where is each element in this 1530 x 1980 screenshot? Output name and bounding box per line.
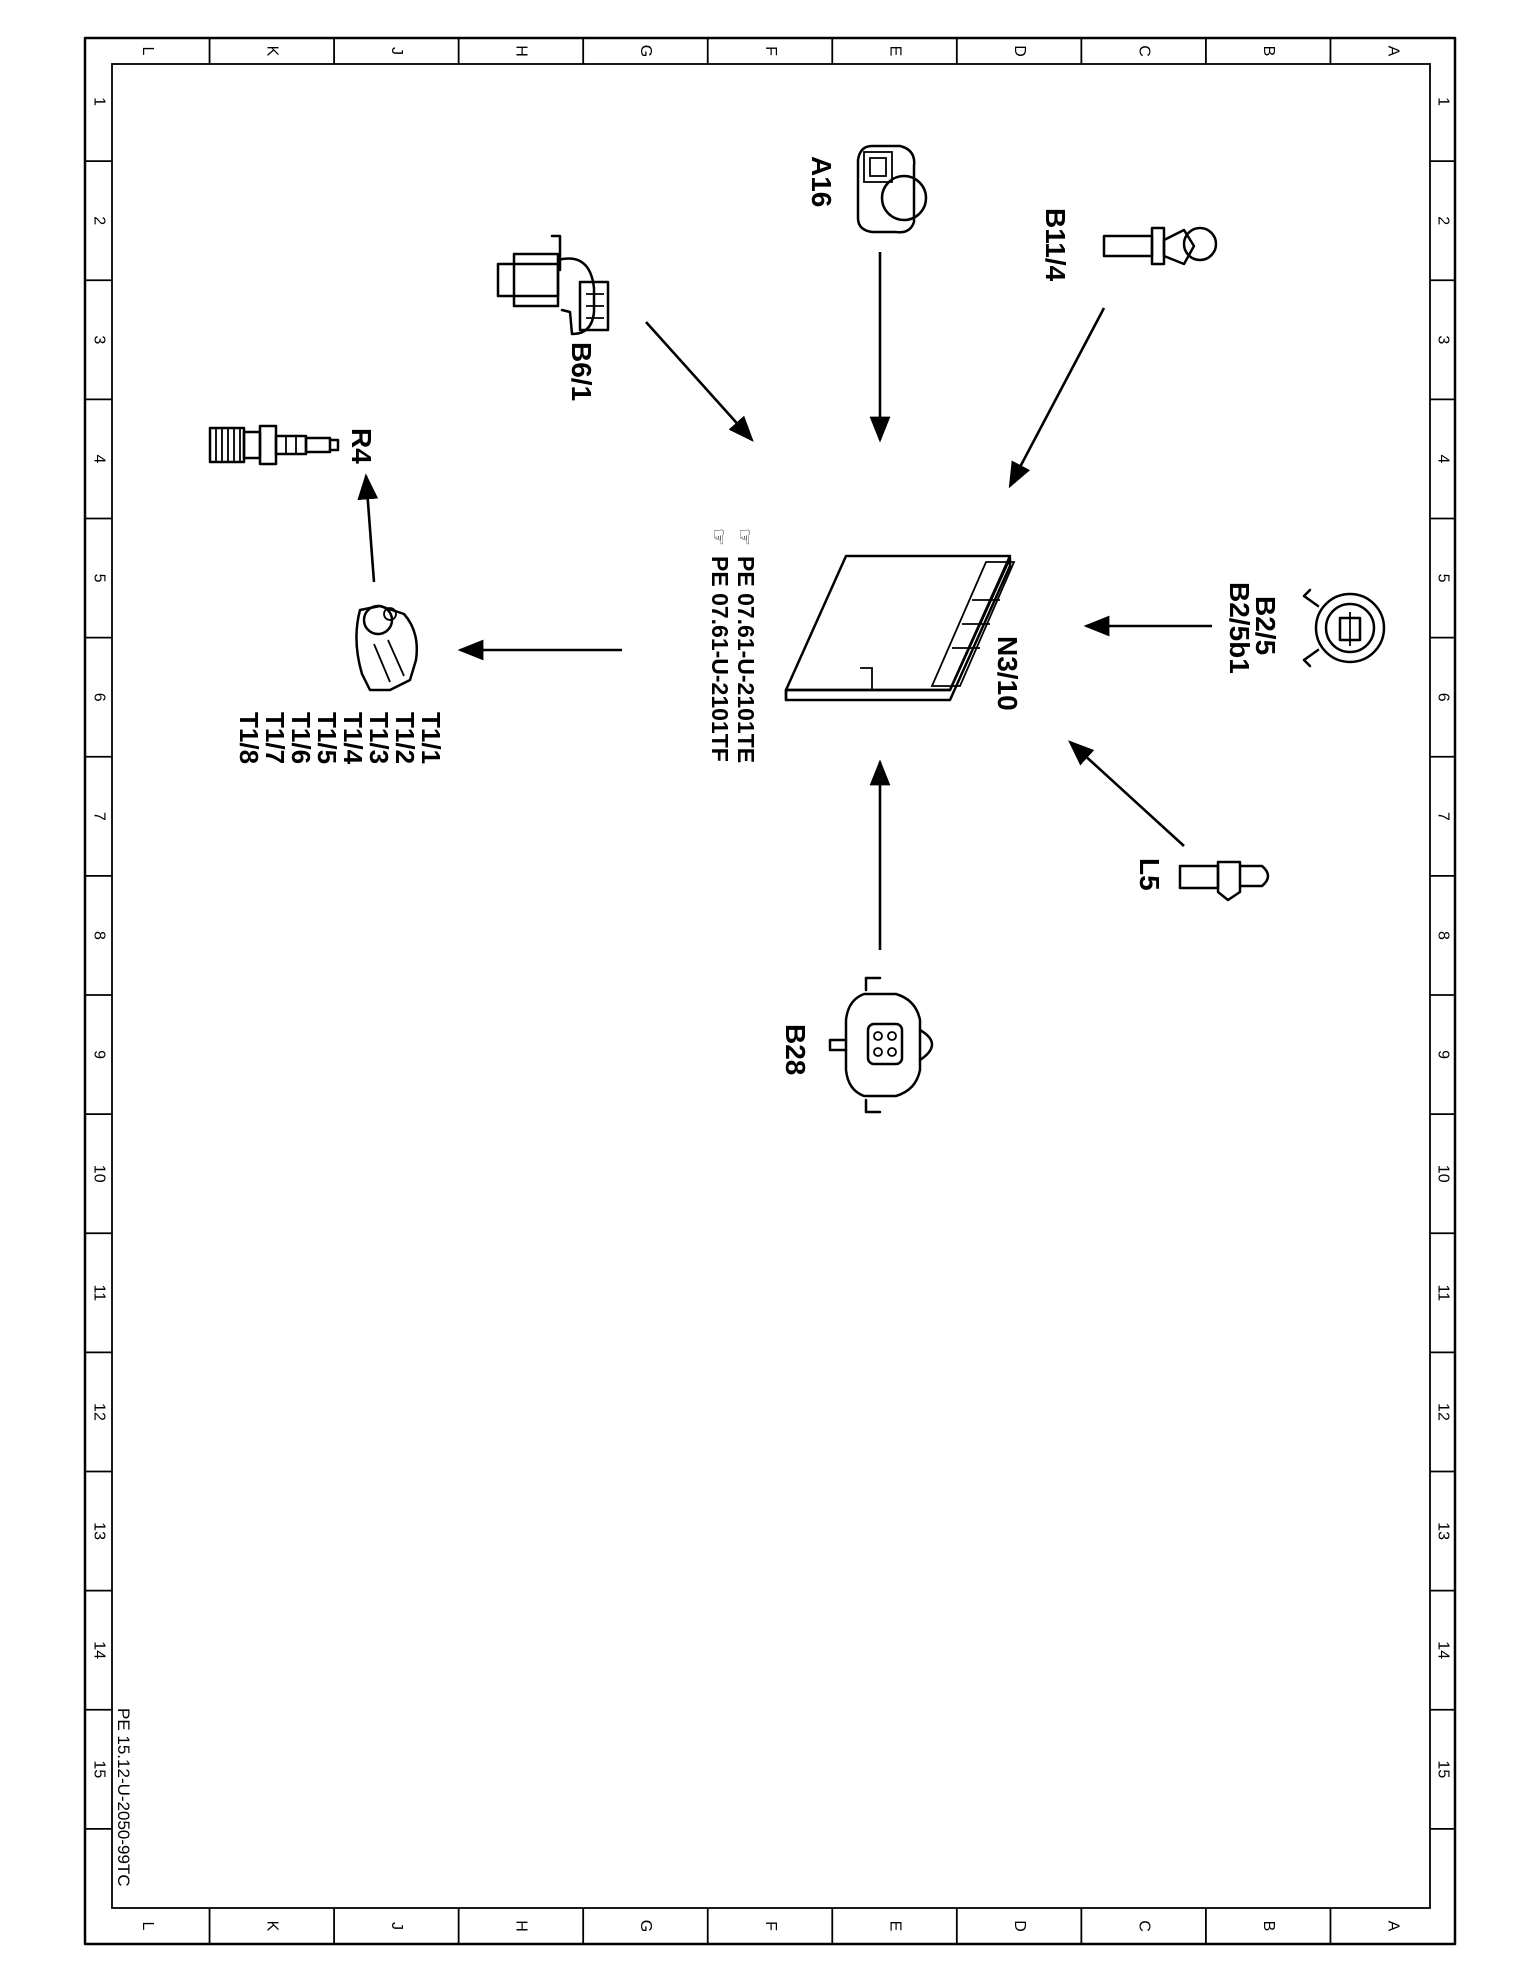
frame-col-label-top: C [1135, 45, 1152, 57]
frame-row-label-left: 6 [90, 693, 107, 702]
frame-row-label-left: 9 [90, 1050, 107, 1059]
label-r4: R4 [346, 428, 377, 464]
frame-row-label-right: 11 [1434, 1285, 1451, 1302]
label-ref-note-1: PE 07.61-U-2101TE [733, 556, 759, 763]
frame-row-label-left: 13 [90, 1522, 107, 1540]
frame-row-label-right: 4 [1434, 454, 1451, 463]
ref-note-icon-2: ☞ [707, 528, 729, 546]
frame-col-label-top: L [139, 47, 156, 56]
frame-row-label-right: 14 [1434, 1641, 1451, 1659]
frame-row-label-left: 15 [90, 1760, 107, 1778]
frame-col-label-top: A [1384, 46, 1401, 57]
maf-sensor-b2-5 [1302, 588, 1386, 668]
frame-row-label-left: 1 [90, 97, 107, 106]
label-b2-5b1: B2/5b1 [1224, 582, 1255, 674]
inner-frame [111, 63, 1431, 1909]
frame-row-label-left: 10 [90, 1165, 107, 1183]
frame-row-label-right: 8 [1434, 931, 1451, 940]
frame-row-label-left: 3 [90, 335, 107, 344]
frame-col-label-top: J [388, 47, 405, 55]
frame-col-label-bottom: C [1135, 1920, 1152, 1932]
label-ref-note-2: PE 07.61-U-2101TF [707, 556, 733, 762]
coolant-temp-sensor-b11-4 [1102, 226, 1218, 266]
label-t1-6: T1/6 [286, 712, 316, 764]
ref-note-icon-1: ☞ [733, 528, 755, 546]
knock-sensor-a16 [856, 144, 928, 234]
label-t1-8: T1/8 [234, 712, 264, 764]
frame-row-label-left: 7 [90, 812, 107, 821]
frame-row-label-left: 14 [90, 1641, 107, 1659]
arrow-l5-to-ecu [1068, 740, 1185, 847]
frame-col-label-bottom: A [1384, 1921, 1401, 1932]
frame-row-label-right: 12 [1434, 1403, 1451, 1421]
arrow-b11-4-to-ecu [1008, 307, 1106, 489]
frame-col-label-bottom: E [886, 1921, 903, 1932]
frame-row-label-right: 7 [1434, 812, 1451, 821]
frame-row-label-right: 2 [1434, 216, 1451, 225]
pressure-sensor-b28 [828, 976, 934, 1114]
label-t1-1: T1/1 [416, 712, 446, 764]
label-b2-5: B2/5 [1250, 596, 1281, 655]
frame-col-label-bottom: F [762, 1921, 779, 1931]
frame-row-label-right: 3 [1434, 335, 1451, 344]
frame-row-label-right: 9 [1434, 1050, 1451, 1059]
camshaft-sensor-b6-1 [496, 234, 610, 336]
frame-row-label-right: 15 [1434, 1760, 1451, 1778]
label-a16: A16 [806, 156, 837, 207]
ecu-module-n3-10 [784, 554, 1016, 702]
label-t1-2: T1/2 [390, 712, 420, 764]
frame-row-label-left: 5 [90, 574, 107, 583]
label-t1-3: T1/3 [364, 712, 394, 764]
spark-plug-r4 [208, 424, 340, 466]
frame-row-label-right: 6 [1434, 693, 1451, 702]
frame-row-label-left: 4 [90, 454, 107, 463]
frame-row-label-right: 13 [1434, 1522, 1451, 1540]
label-n3-10: N3/10 [992, 636, 1023, 711]
frame-row-label-right: 5 [1434, 574, 1451, 583]
arrow-coils-to-r4 [357, 473, 379, 583]
frame-col-label-top: E [886, 46, 903, 57]
label-t1-4: T1/4 [338, 712, 368, 765]
frame-col-label-top: D [1011, 45, 1028, 57]
arrow-b6-1-to-ecu [645, 321, 754, 442]
label-l5: L5 [1134, 858, 1165, 891]
component-labels: N3/10 PE 07.61-U-2101TE PE 07.61-U-2101T… [114, 156, 1281, 1887]
frame-col-label-top: K [264, 46, 281, 57]
crankshaft-sensor-l5 [1178, 860, 1270, 902]
frame-grid-ticks [85, 38, 1455, 1944]
signal-arrows [357, 252, 1212, 950]
frame-col-label-bottom: G [637, 1920, 654, 1932]
frame-col-label-bottom: B [1260, 1921, 1277, 1932]
frame-col-label-top: H [513, 45, 530, 57]
frame-col-label-bottom: D [1011, 1920, 1028, 1932]
frame-row-label-right: 10 [1434, 1165, 1451, 1183]
label-t1-7: T1/7 [260, 712, 290, 764]
label-b6-1: B6/1 [566, 342, 597, 401]
frame-col-label-bottom: L [139, 1922, 156, 1931]
frame-row-label-left: 8 [90, 931, 107, 940]
label-t1-5: T1/5 [312, 712, 342, 764]
frame-col-label-bottom: J [388, 1922, 405, 1930]
frame-col-label-bottom: K [264, 1921, 281, 1932]
frame-col-label-bottom: H [513, 1920, 530, 1932]
outer-frame [83, 36, 1457, 1946]
doc-id: PE 15.12-U-2050-99TC [114, 1708, 133, 1887]
label-b28: B28 [780, 1024, 811, 1075]
frame-row-label-left: 2 [90, 216, 107, 225]
frame-col-label-top: B [1260, 46, 1277, 57]
frame-row-label-left: 11 [90, 1285, 107, 1302]
ignition-coil-t1 [355, 604, 418, 692]
frame-row-label-left: 12 [90, 1403, 107, 1421]
label-b11-4: B11/4 [1040, 208, 1071, 282]
frame-row-label-right: 1 [1434, 97, 1451, 106]
frame-col-label-top: F [762, 46, 779, 56]
frame-col-label-top: G [637, 45, 654, 57]
